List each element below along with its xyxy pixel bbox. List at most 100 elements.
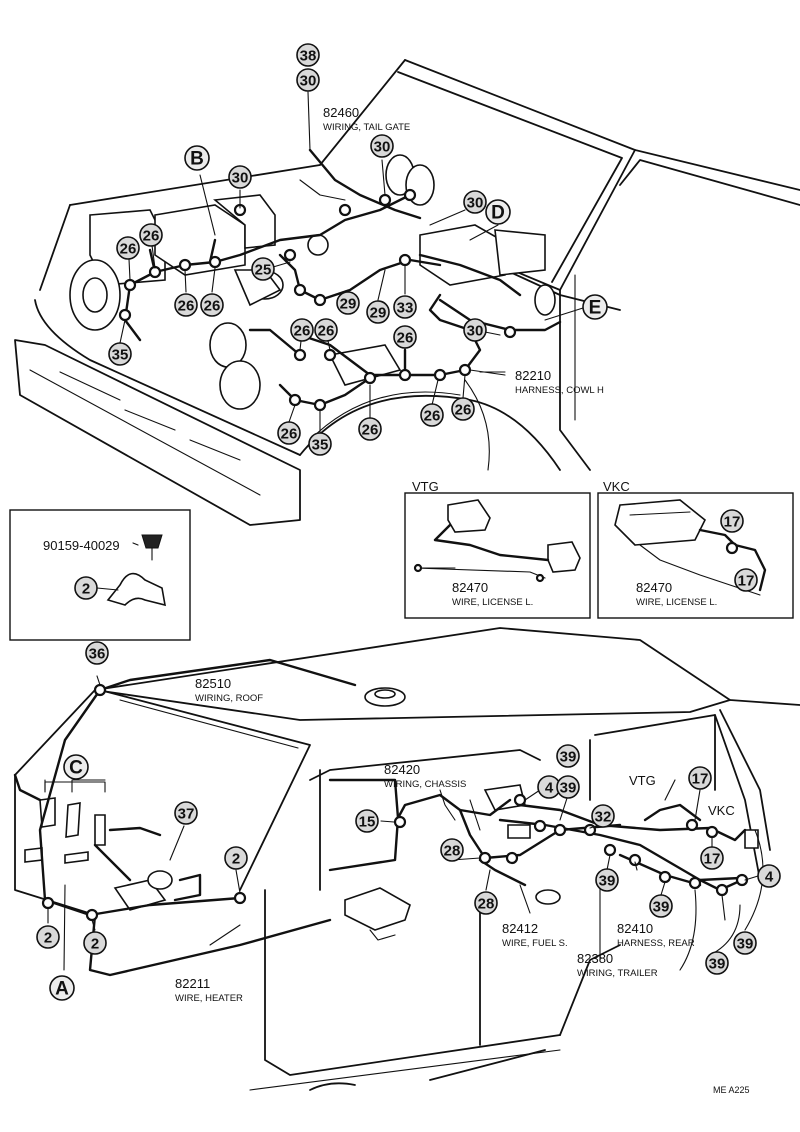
callout-marker: 28 <box>474 891 498 915</box>
callout-number: 2 <box>232 851 240 868</box>
view-letter-marker: B <box>184 145 210 171</box>
rear-body-outline <box>14 627 800 1091</box>
callout-circle <box>556 744 580 768</box>
callout-marker: 39 <box>556 775 580 799</box>
letter-circle <box>63 754 89 780</box>
callout-marker: 2 <box>83 931 107 955</box>
callout-marker: 4 <box>537 775 561 799</box>
callout-number: 30 <box>232 170 249 187</box>
callout-marker: 30 <box>228 165 252 189</box>
callout-number: 38 <box>300 48 317 65</box>
part-desc-cowl: HARNESS, COWL H <box>515 385 604 396</box>
callout-circle <box>649 894 673 918</box>
callout-number: 2 <box>82 581 90 598</box>
callout-marker: 33 <box>393 295 417 319</box>
vtg-box-title: VTG <box>412 479 439 494</box>
callout-marker: 26 <box>277 421 301 445</box>
view-letter-marker: C <box>63 754 89 780</box>
callout-number: 30 <box>300 73 317 90</box>
callout-number: 26 <box>281 426 298 443</box>
part-desc-license-vkc: WIRE, LICENSE L. <box>636 597 717 608</box>
part-desc-trailer: WIRING, TRAILER <box>577 968 658 979</box>
callout-circle <box>174 801 198 825</box>
callout-marker: 39 <box>733 931 757 955</box>
callout-number: 30 <box>374 139 391 156</box>
callout-number: 26 <box>178 298 195 315</box>
callout-marker: 2 <box>224 846 248 870</box>
callout-circle <box>463 190 487 214</box>
callout-marker: 26 <box>200 293 224 317</box>
callout-number: 39 <box>709 956 726 973</box>
bolt-part-number: 90159-40029 <box>43 538 120 553</box>
part-desc-license-vtg: WIRE, LICENSE L. <box>452 597 533 608</box>
callout-number: 2 <box>44 930 52 947</box>
callout-marker: 26 <box>358 417 382 441</box>
callout-marker: 26 <box>139 223 163 247</box>
callout-circle <box>370 134 394 158</box>
callout-marker: 39 <box>649 894 673 918</box>
view-letter-marker: A <box>49 975 75 1001</box>
callout-number: 17 <box>724 514 741 531</box>
callout-marker: 17 <box>688 766 712 790</box>
callout-number: 26 <box>424 408 441 425</box>
part-number-license-vkc: 82470 <box>636 580 672 595</box>
callout-marker: 35 <box>108 342 132 366</box>
callout-circle <box>200 293 224 317</box>
callout-marker: 26 <box>116 236 140 260</box>
callout-marker: 17 <box>720 509 744 533</box>
vkc-box <box>597 492 794 619</box>
callout-number: 29 <box>370 305 387 322</box>
callout-number: 36 <box>89 646 106 663</box>
callout-marker: 39 <box>556 744 580 768</box>
rear-vtg-label: VTG <box>629 773 656 788</box>
view-letter-marker: D <box>485 199 511 225</box>
callout-circle <box>228 165 252 189</box>
letter-text: E <box>589 298 602 319</box>
callout-number: 39 <box>560 780 577 797</box>
callout-marker: 2 <box>36 925 60 949</box>
callout-marker: 30 <box>463 190 487 214</box>
callout-number: 32 <box>595 809 612 826</box>
callout-circle <box>108 342 132 366</box>
front-body-outline <box>14 59 800 526</box>
callout-number: 26 <box>120 241 137 258</box>
callout-marker: 26 <box>174 293 198 317</box>
upper-leader-lines <box>119 91 584 471</box>
callout-circle <box>705 951 729 975</box>
callout-marker: 17 <box>700 846 724 870</box>
callout-marker: 29 <box>336 291 360 315</box>
callout-circle <box>296 68 320 92</box>
callout-circle <box>393 325 417 349</box>
callout-number: 39 <box>653 899 670 916</box>
callout-circle <box>720 509 744 533</box>
rear-wire-nodes <box>41 683 749 922</box>
letter-text: A <box>55 979 69 1000</box>
callout-number: 39 <box>737 936 754 953</box>
callout-number: 26 <box>204 298 221 315</box>
callout-number: 15 <box>359 814 376 831</box>
callout-circle <box>251 257 275 281</box>
letter-marker-group: B D E C A <box>49 145 608 1001</box>
callout-marker: 25 <box>251 257 275 281</box>
callout-circle <box>290 318 314 342</box>
rear-components <box>24 687 759 941</box>
callout-marker: 26 <box>420 403 444 427</box>
callout-number: 26 <box>455 402 472 419</box>
callout-marker: 4 <box>757 864 781 888</box>
callout-circle <box>355 809 379 833</box>
callout-number: 33 <box>397 300 414 317</box>
part-number-trailer: 82380 <box>577 951 613 966</box>
letter-circle <box>485 199 511 225</box>
callout-number: 26 <box>362 422 379 439</box>
vtg-box <box>404 492 591 619</box>
callout-circle <box>358 417 382 441</box>
engine-wire-nodes <box>118 188 517 412</box>
callout-number: 30 <box>467 323 484 340</box>
callout-circle <box>393 295 417 319</box>
part-desc-fuel: WIRE, FUEL S. <box>502 938 568 949</box>
callout-circle <box>314 318 338 342</box>
callout-number: 28 <box>478 896 495 913</box>
callout-number: 26 <box>397 330 414 347</box>
callout-marker: 26 <box>393 325 417 349</box>
